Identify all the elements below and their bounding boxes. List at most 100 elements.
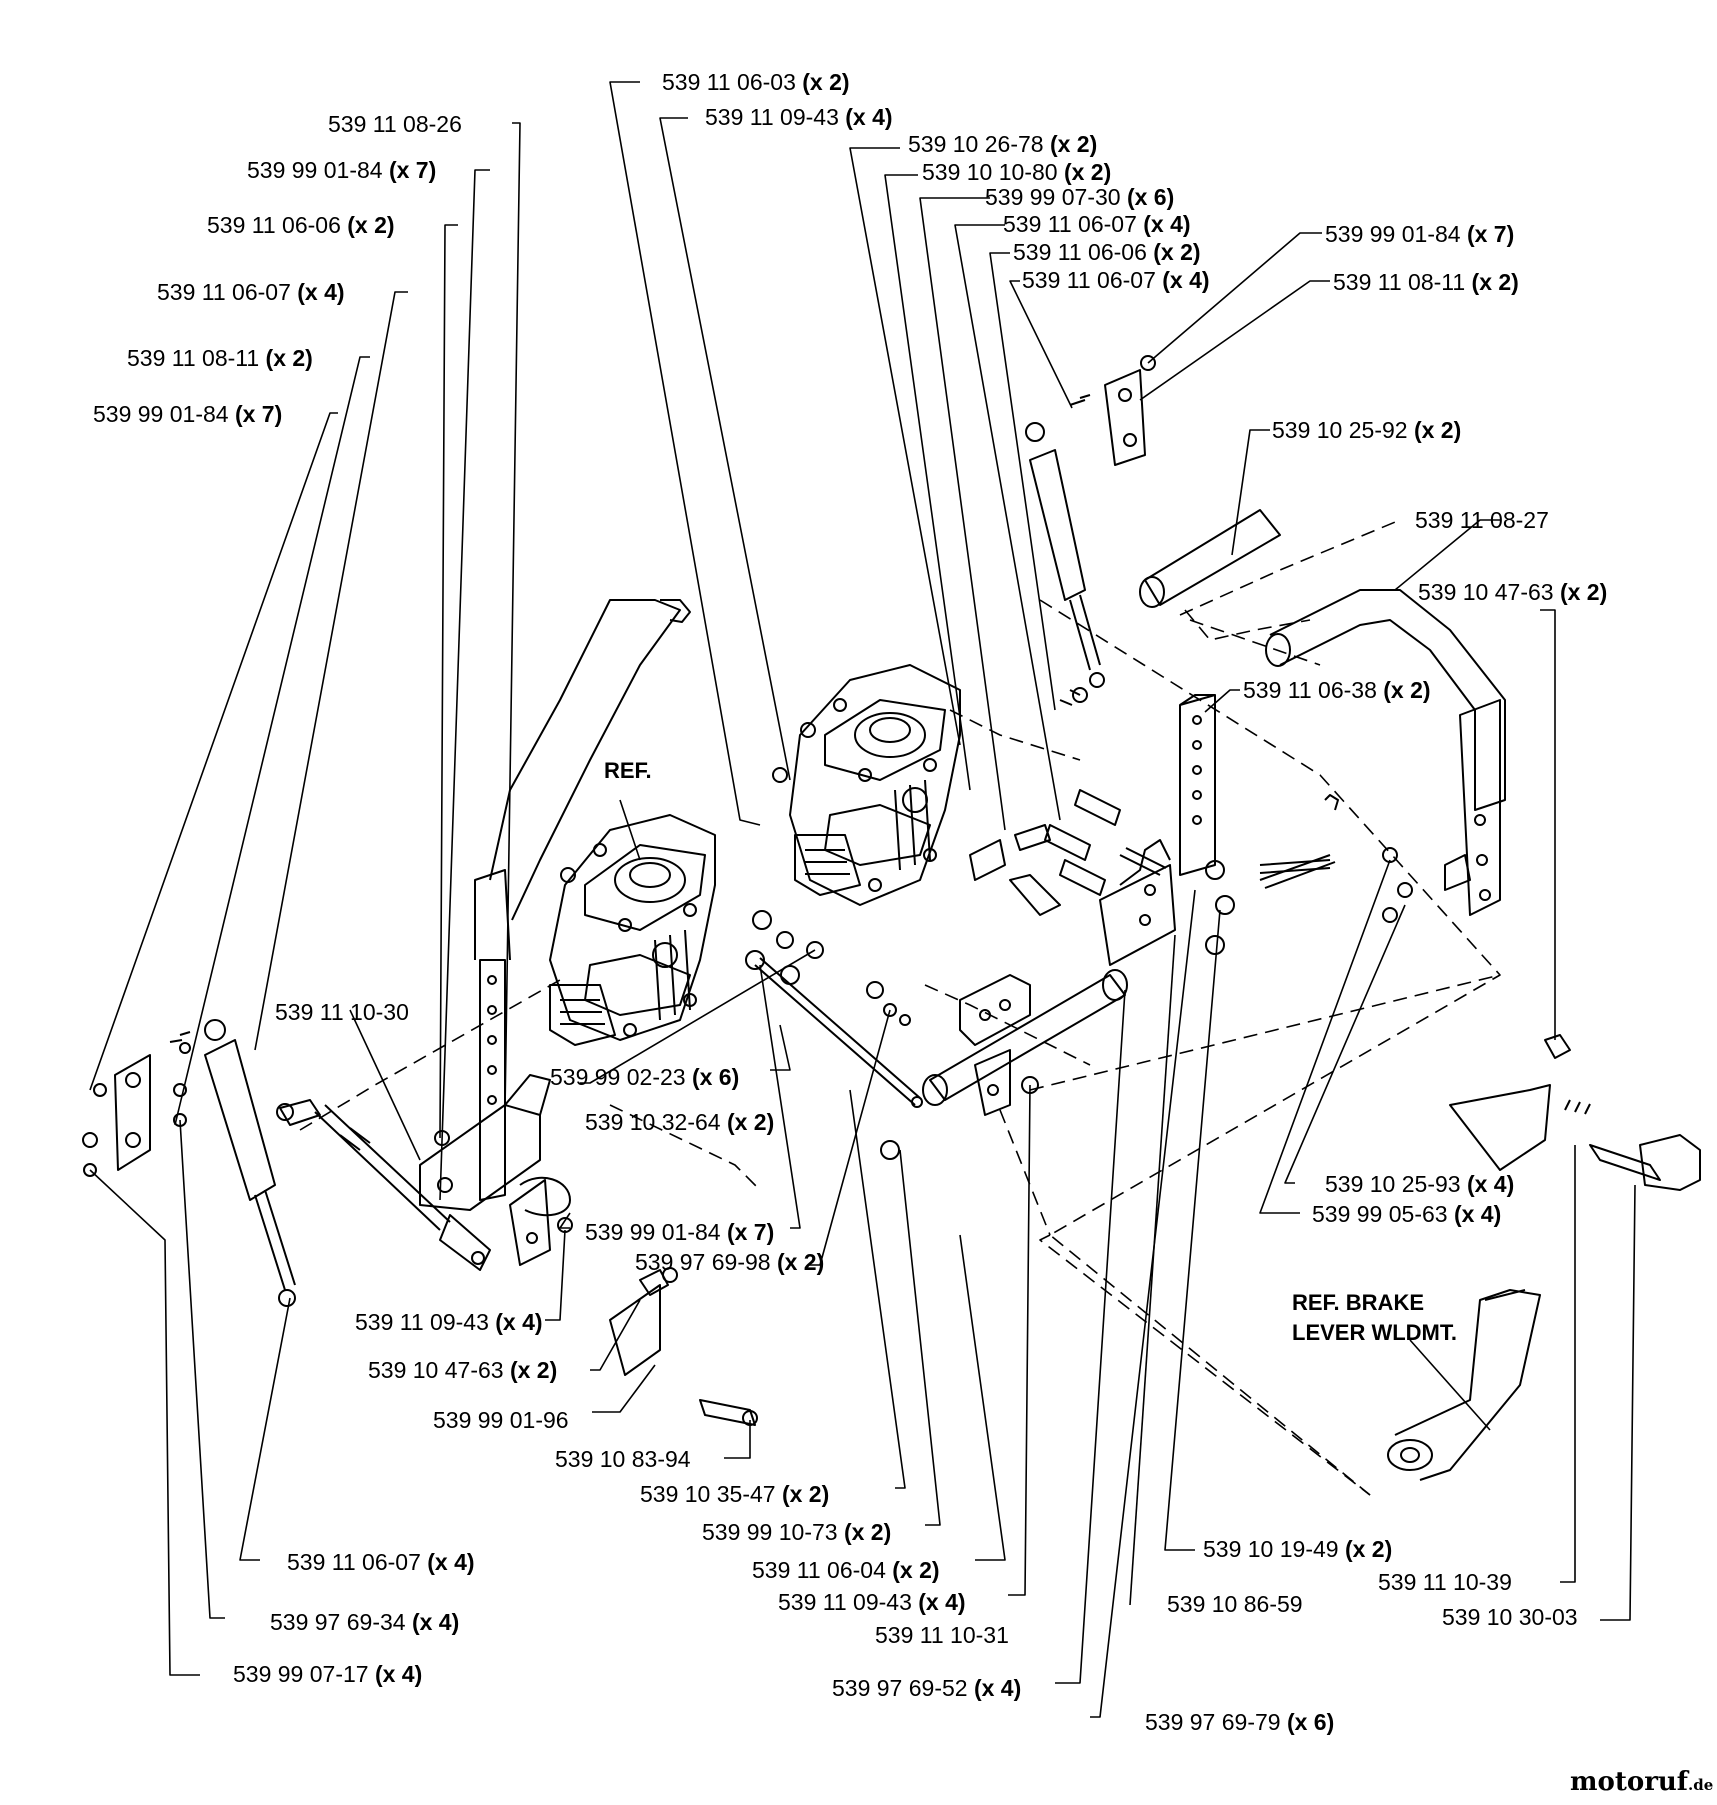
part-quantity: (x 4) xyxy=(421,1549,475,1575)
part-number: 539 97 69-79 xyxy=(1145,1709,1281,1735)
part-callout: 539 10 25-92 (x 2) xyxy=(1272,417,1461,443)
part-callout: 539 99 01-84 (x 7) xyxy=(247,157,436,183)
left-steering-handle xyxy=(474,599,691,1201)
part-callout: 539 10 10-80 (x 2) xyxy=(922,159,1111,185)
part-quantity: (x 2) xyxy=(504,1357,558,1383)
part-number: 539 99 01-84 xyxy=(93,401,229,427)
part-number: 539 11 06-38 xyxy=(1243,677,1377,703)
part-callout: 539 99 01-84 (x 7) xyxy=(585,1219,774,1245)
part-callout: 539 10 26-78 (x 2) xyxy=(908,131,1097,157)
grip-tube xyxy=(1139,509,1281,608)
center-cross-tube xyxy=(922,969,1128,1116)
part-number: 539 97 69-98 xyxy=(635,1249,771,1275)
part-callout: 539 99 01-84 (x 7) xyxy=(93,401,282,427)
part-callout: 539 11 08-11 (x 2) xyxy=(1333,269,1519,295)
part-quantity: (x 2) xyxy=(721,1109,775,1135)
part-number: 539 99 07-17 xyxy=(233,1661,369,1687)
part-quantity: (x 6) xyxy=(1121,184,1175,210)
part-callout: 539 11 06-06 (x 2) xyxy=(1013,239,1201,265)
part-quantity: (x 2) xyxy=(796,69,850,95)
parts-illustration xyxy=(82,81,1701,1718)
part-number: 539 97 69-52 xyxy=(832,1675,968,1701)
right-handle-plate xyxy=(1444,699,1501,916)
part-quantity: (x 4) xyxy=(291,279,345,305)
part-quantity: (x 4) xyxy=(1156,267,1210,293)
part-number: 539 11 06-03 xyxy=(662,69,796,95)
part-callout: 539 97 69-52 (x 4) xyxy=(832,1675,1021,1701)
part-quantity: (x 7) xyxy=(383,157,437,183)
part-quantity: (x 2) xyxy=(1044,131,1098,157)
part-callout: 539 11 06-07 (x 4) xyxy=(1003,211,1191,237)
part-number: 539 97 69-34 xyxy=(270,1609,406,1635)
part-number: 539 11 09-43 xyxy=(705,104,839,130)
right-lever-bracket xyxy=(1104,355,1156,466)
part-callout: 539 99 05-63 (x 4) xyxy=(1312,1201,1501,1227)
watermark-main: motoruf xyxy=(1570,1767,1690,1797)
part-callout: 539 11 06-03 (x 2) xyxy=(662,69,850,95)
part-quantity: (x 2) xyxy=(1147,239,1201,265)
part-number: 539 10 25-93 xyxy=(1325,1171,1461,1197)
part-number: 539 10 10-80 xyxy=(922,159,1058,185)
part-number: 539 11 06-06 xyxy=(1013,239,1147,265)
part-callout: 539 99 01-84 (x 7) xyxy=(1325,221,1514,247)
part-callout: 539 10 47-63 (x 2) xyxy=(368,1357,557,1383)
part-quantity: (x 2) xyxy=(776,1481,830,1507)
left-mount-plate xyxy=(419,1074,571,1266)
part-quantity: (x 4) xyxy=(1137,211,1191,237)
part-number: 539 11 08-11 xyxy=(127,345,259,371)
part-callout: 539 10 32-64 (x 2) xyxy=(585,1109,774,1135)
part-quantity: (x 4) xyxy=(406,1609,460,1635)
part-quantity: (x 2) xyxy=(1554,579,1608,605)
left-tie-rod xyxy=(276,1099,491,1271)
part-number: 539 10 35-47 xyxy=(640,1481,776,1507)
part-quantity: (x 2) xyxy=(771,1249,825,1275)
part-quantity: (x 4) xyxy=(1461,1171,1515,1197)
part-callout: 539 11 08-11 (x 2) xyxy=(127,345,313,371)
part-number: 539 10 32-64 xyxy=(585,1109,721,1135)
brake-lever-weldment xyxy=(1387,1289,1541,1481)
part-number: 539 11 10-31 xyxy=(875,1622,1009,1648)
part-callout: 539 99 02-23 (x 6) xyxy=(550,1064,739,1090)
part-number: 539 11 06-06 xyxy=(207,212,341,238)
part-callout: 539 10 47-63 (x 2) xyxy=(1418,579,1607,605)
part-callout: 539 11 06-07 (x 4) xyxy=(1022,267,1210,293)
callout-labels: 539 11 06-03 (x 2)539 11 09-43 (x 4)539 … xyxy=(93,69,1607,1735)
right-steering-handle xyxy=(1265,589,1506,811)
part-number: 539 11 06-07 xyxy=(287,1549,421,1575)
part-quantity: (x 6) xyxy=(686,1064,740,1090)
part-number: 539 99 02-23 xyxy=(550,1064,686,1090)
part-callout: 539 10 30-03 xyxy=(1442,1604,1578,1630)
part-number: 539 99 01-96 xyxy=(433,1407,569,1433)
part-number: 539 10 47-63 xyxy=(368,1357,504,1383)
part-number: 539 10 47-63 xyxy=(1418,579,1554,605)
part-number: 539 11 08-11 xyxy=(1333,269,1465,295)
part-callout: 539 97 69-98 (x 2) xyxy=(635,1249,824,1275)
left-hydro-pump xyxy=(549,814,716,1046)
part-number: 539 10 25-92 xyxy=(1272,417,1408,443)
part-callout: 539 10 25-93 (x 4) xyxy=(1325,1171,1514,1197)
part-quantity: (x 4) xyxy=(369,1661,423,1687)
part-number: 539 11 08-27 xyxy=(1415,507,1549,533)
part-callout: 539 99 10-73 (x 2) xyxy=(702,1519,891,1545)
part-quantity: (x 7) xyxy=(229,401,283,427)
callout-leader-lines xyxy=(89,81,1636,1718)
part-callout: 539 99 07-17 (x 4) xyxy=(233,1661,422,1687)
part-callout: 539 99 07-30 (x 6) xyxy=(985,184,1174,210)
right-hydro-pump xyxy=(772,664,961,906)
part-callout: 539 11 08-27 xyxy=(1415,507,1549,533)
right-gas-spring xyxy=(1025,394,1105,706)
part-quantity: (x 4) xyxy=(839,104,893,130)
part-quantity: (x 7) xyxy=(1461,221,1515,247)
left-stop-bracket xyxy=(609,1269,758,1426)
part-quantity: (x 6) xyxy=(1281,1709,1335,1735)
part-callout: 539 11 10-31 xyxy=(875,1622,1009,1648)
ref-brake-label-line2: LEVER WLDMT. xyxy=(1292,1320,1457,1345)
part-number: 539 11 10-30 xyxy=(275,999,409,1025)
part-callout: 539 11 08-26 xyxy=(328,111,462,137)
part-callout: 539 99 01-96 xyxy=(433,1407,569,1433)
part-callout: 539 11 09-43 (x 4) xyxy=(778,1589,966,1615)
part-number: 539 11 06-07 xyxy=(157,279,291,305)
part-number: 539 99 07-30 xyxy=(985,184,1121,210)
part-number: 539 11 08-26 xyxy=(328,111,462,137)
ref-brake-label-line1: REF. BRAKE xyxy=(1292,1290,1424,1315)
